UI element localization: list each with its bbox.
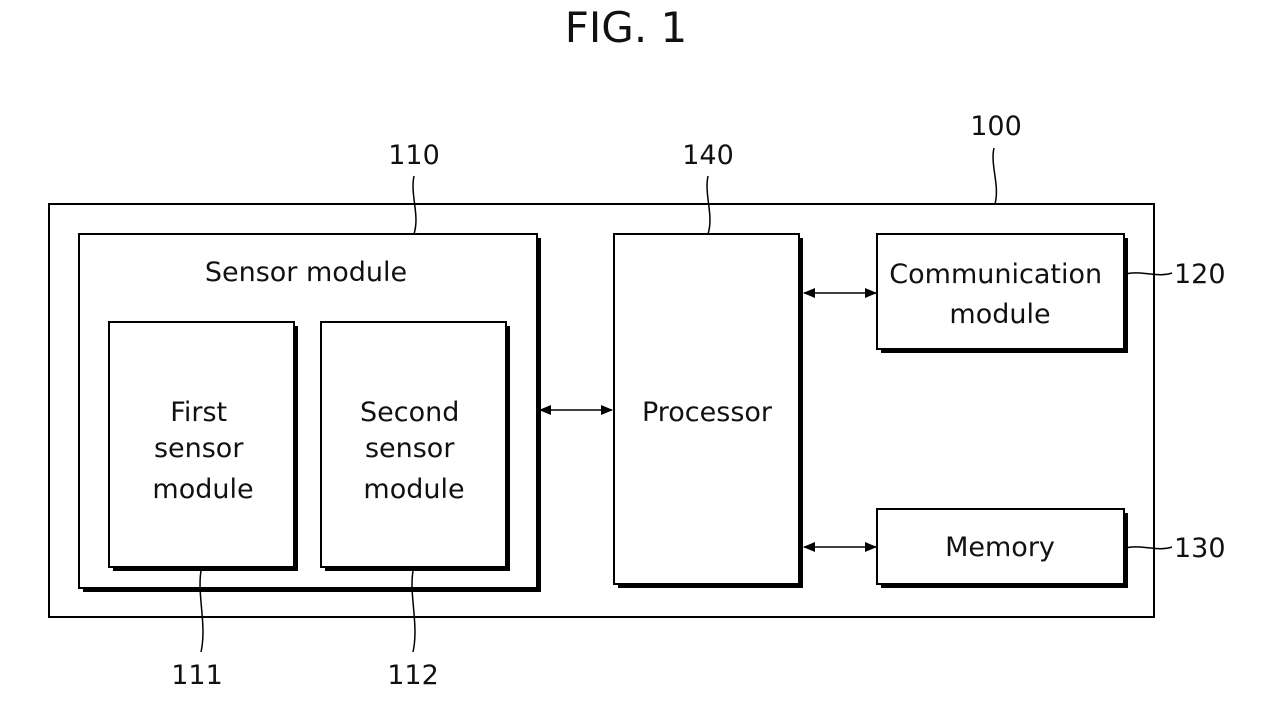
sensor-module-ref-label: 110 <box>388 140 440 171</box>
communication-line-1: Communication <box>889 259 1102 290</box>
first-sensor-ref-label: 111 <box>171 660 223 691</box>
memory-label: Memory <box>945 532 1055 563</box>
communication-ref-label: 120 <box>1174 259 1226 290</box>
memory-ref-label: 130 <box>1174 533 1226 564</box>
second-sensor-ref-label: 112 <box>387 660 439 691</box>
communication-line-2: module <box>949 299 1050 330</box>
second-sensor-label: Second sensor module <box>360 397 468 505</box>
second-sensor-line-3: module <box>363 474 464 505</box>
second-sensor-line-2: sensor <box>365 433 455 464</box>
first-sensor-line-1: First <box>170 397 227 428</box>
sensor-module-label: Sensor module <box>205 257 407 288</box>
processor-label: Processor <box>642 397 773 428</box>
first-sensor-line-2: sensor <box>154 433 244 464</box>
second-sensor-line-1: Second <box>360 397 459 428</box>
figure-title: FIG. 1 <box>565 3 688 52</box>
device-ref-label: 100 <box>970 111 1022 142</box>
communication-box <box>877 234 1124 349</box>
processor-ref-label: 140 <box>682 140 734 171</box>
device-ref-leader <box>993 148 996 204</box>
first-sensor-line-3: module <box>152 474 253 505</box>
